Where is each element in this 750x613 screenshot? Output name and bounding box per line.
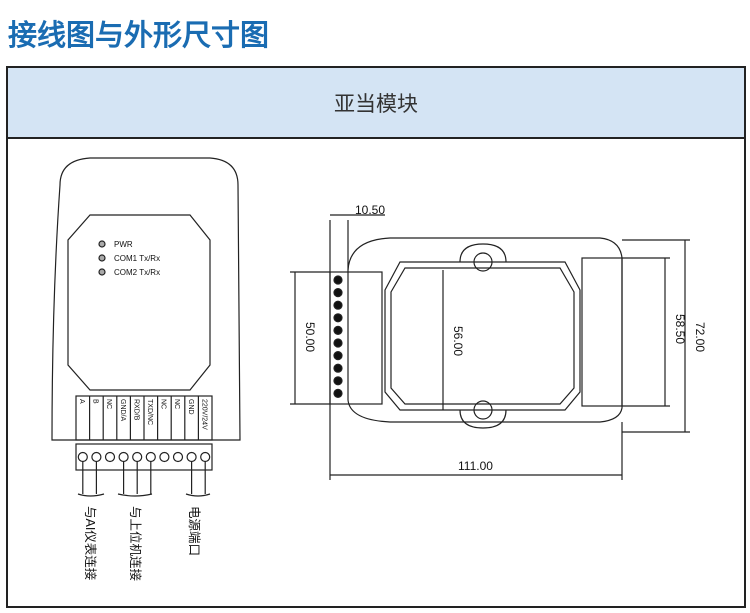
group-label-host: 与上位机连接 [128, 506, 143, 582]
terminal-screw [77, 451, 88, 463]
terminal-screw [159, 451, 170, 463]
terminal-label: NC [160, 399, 167, 409]
terminal-screw [118, 451, 129, 463]
dim-111-00: 111.00 [458, 459, 493, 473]
module-front-view: A B NC GND/A RXD/B TXD/NC NC NC GND 220V/24V PWR C… [51, 157, 241, 582]
group-label-ai: 与AI仪表连接 [83, 506, 98, 581]
terminal-pin [333, 363, 343, 373]
dim-10-50: 10.50 [355, 203, 385, 217]
terminal-pin [333, 325, 343, 335]
terminal-pin [333, 313, 343, 323]
terminal-label: 220V/24V [200, 399, 207, 430]
terminal-screw [145, 451, 156, 463]
terminal-label: B [92, 399, 99, 404]
page-title: 接线图与外形尺寸图 [8, 18, 270, 52]
terminal-label: A [78, 399, 85, 404]
led-indicator [98, 240, 106, 248]
terminal-pin [333, 300, 343, 310]
terminal-screw [200, 451, 211, 463]
terminal-label: RXD/B [132, 399, 139, 421]
dim-72-00: 72.00 [693, 322, 707, 352]
led-indicator [98, 268, 106, 276]
terminal-screw [104, 451, 116, 463]
terminal-pin [333, 376, 343, 386]
terminal-label: GND/A [119, 399, 126, 422]
terminal-label: NC [105, 399, 112, 409]
group-label-power: 电源端口 [187, 506, 201, 556]
terminal-label: NC [173, 399, 180, 409]
led-label: PWR [114, 240, 133, 249]
terminal-screw [186, 451, 197, 463]
terminal-pin [333, 388, 343, 398]
dim-56-00: 56.00 [451, 326, 465, 356]
module-dimension-view: 10.50 50.00 56.00 58.50 72.00 111.00 [290, 203, 707, 480]
led-label: COM1 Tx/Rx [114, 254, 160, 263]
terminal-pin [333, 351, 343, 361]
terminal-screw [132, 451, 143, 463]
terminal-label: TXD/NC [146, 399, 153, 425]
dim-50-00: 50.00 [303, 322, 317, 352]
panel-header: 亚当模块 [8, 68, 744, 139]
terminal-label: GND [187, 399, 194, 415]
diagram-panel: 亚当模块 [6, 66, 746, 608]
terminal-pin [333, 288, 343, 298]
led-indicator [98, 254, 106, 262]
terminal-screw [172, 451, 184, 463]
terminal-screw [91, 451, 102, 463]
dim-58-50: 58.50 [673, 314, 687, 344]
terminal-pin [333, 275, 343, 285]
terminal-pin [333, 338, 343, 348]
led-label: COM2 Tx/Rx [114, 268, 160, 277]
